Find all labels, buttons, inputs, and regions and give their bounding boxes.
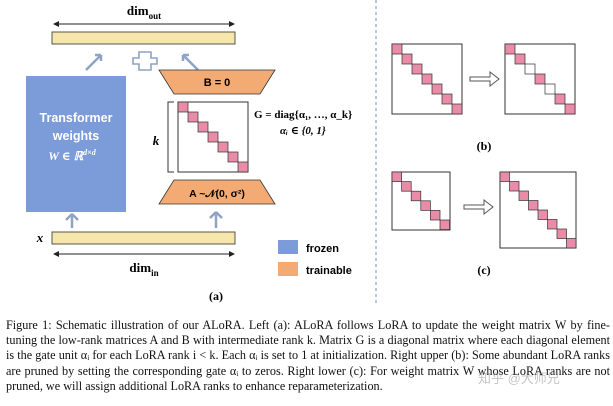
input-bar xyxy=(51,231,236,245)
panel-label-a: (a) xyxy=(209,289,223,303)
transformer-line1: Transformer xyxy=(40,111,113,125)
b-left-diagonal-cell xyxy=(401,53,413,65)
hollow-arrow-up-right-icon xyxy=(181,53,199,71)
c-left-diagonal-cell xyxy=(439,219,450,230)
a-label: A ~𝒩(0, σ²) xyxy=(189,188,245,200)
transformer-weights-block xyxy=(26,76,126,212)
panel-b: (b) xyxy=(391,43,576,153)
c-right-diagonal-cell xyxy=(566,238,577,249)
b-left-diagonal-cell xyxy=(411,63,423,75)
g-diagonal-cell xyxy=(187,111,199,123)
k-label: k xyxy=(153,133,160,148)
b-label: B = 0 xyxy=(204,77,231,89)
b-left-diagonal-cell xyxy=(421,73,433,85)
c-right-diagonal-cell xyxy=(518,190,529,201)
b-right-diagonal-cell xyxy=(564,103,576,115)
dim-in-label: dimin xyxy=(129,260,158,278)
dim-out-label: dimout xyxy=(127,3,161,21)
b-right-diagonal-cell xyxy=(544,83,556,95)
b-left-diagonal-cell xyxy=(441,93,453,105)
b-right-diagonal-cell xyxy=(554,93,566,105)
g-diagonal-cell xyxy=(197,121,209,133)
c-left-diagonal-cell xyxy=(401,181,412,192)
c-left-diagonal-cell xyxy=(391,171,402,182)
b-right-diagonal-cell xyxy=(534,73,546,85)
b-right-diagonal-cell xyxy=(514,53,526,65)
legend-frozen-swatch xyxy=(278,240,298,254)
hollow-arrow-up-left-icon xyxy=(85,53,103,71)
c-right-diagonal-cell xyxy=(547,219,558,230)
b-left-diagonal-cell xyxy=(391,43,403,55)
panel-label-b: (b) xyxy=(477,139,492,153)
alpha-domain: αᵢ ∈ {0, 1} xyxy=(280,125,326,137)
output-bar xyxy=(51,31,236,45)
legend-trainable-swatch xyxy=(278,262,298,276)
g-diagonal-cell xyxy=(217,141,229,153)
transformer-formula: W ∈ ℝd×d xyxy=(48,148,96,163)
figure-caption: Figure 1: Schematic illustration of our … xyxy=(6,318,610,393)
g-diagonal-cell xyxy=(177,101,189,113)
c-left-diagonal-cell xyxy=(410,190,422,202)
legend-frozen-label: frozen xyxy=(306,243,339,255)
c-right-diagonal-cell xyxy=(509,181,520,192)
c-right-diagonal-cell xyxy=(537,209,548,220)
x-label: x xyxy=(36,230,44,245)
g-diagonal-cell xyxy=(237,161,249,173)
b-left-diagonal-cell xyxy=(451,103,463,115)
a-matrix-trapezoid xyxy=(158,179,276,205)
c-right-diagonal-cell xyxy=(556,228,567,239)
b-left-diagonal-cell xyxy=(431,83,443,95)
watermark: 知乎 @大师兄 xyxy=(478,371,560,386)
c-left-diagonal-cell xyxy=(420,200,431,211)
legend-trainable-label: trainable xyxy=(306,265,352,277)
plus-icon xyxy=(132,51,158,71)
g-formula: G = diag{α₁, …, α_k} xyxy=(254,109,352,121)
k-bracket xyxy=(167,101,174,173)
panel-label-c: (c) xyxy=(477,263,490,277)
panel-b-arrow-icon xyxy=(469,70,500,88)
b-matrix-trapezoid xyxy=(158,69,276,95)
hollow-arrow-up-right-bottom-icon xyxy=(209,211,223,228)
g-matrix-diagonal xyxy=(177,101,249,173)
g-diagonal-cell xyxy=(227,151,239,163)
g-diagonal-cell xyxy=(207,131,219,143)
b-right-diagonal-cell xyxy=(504,43,516,55)
transformer-line2: weights xyxy=(52,129,100,143)
b-right-diagonal-cell xyxy=(524,63,536,75)
panel-c: (c) xyxy=(391,171,577,277)
c-left-diagonal-cell xyxy=(430,210,441,221)
c-right-diagonal-cell xyxy=(499,171,510,182)
panel-c-arrow-icon xyxy=(463,198,494,216)
hollow-arrow-up-left-bottom-icon xyxy=(65,213,79,228)
c-right-diagonal-cell xyxy=(528,200,539,211)
